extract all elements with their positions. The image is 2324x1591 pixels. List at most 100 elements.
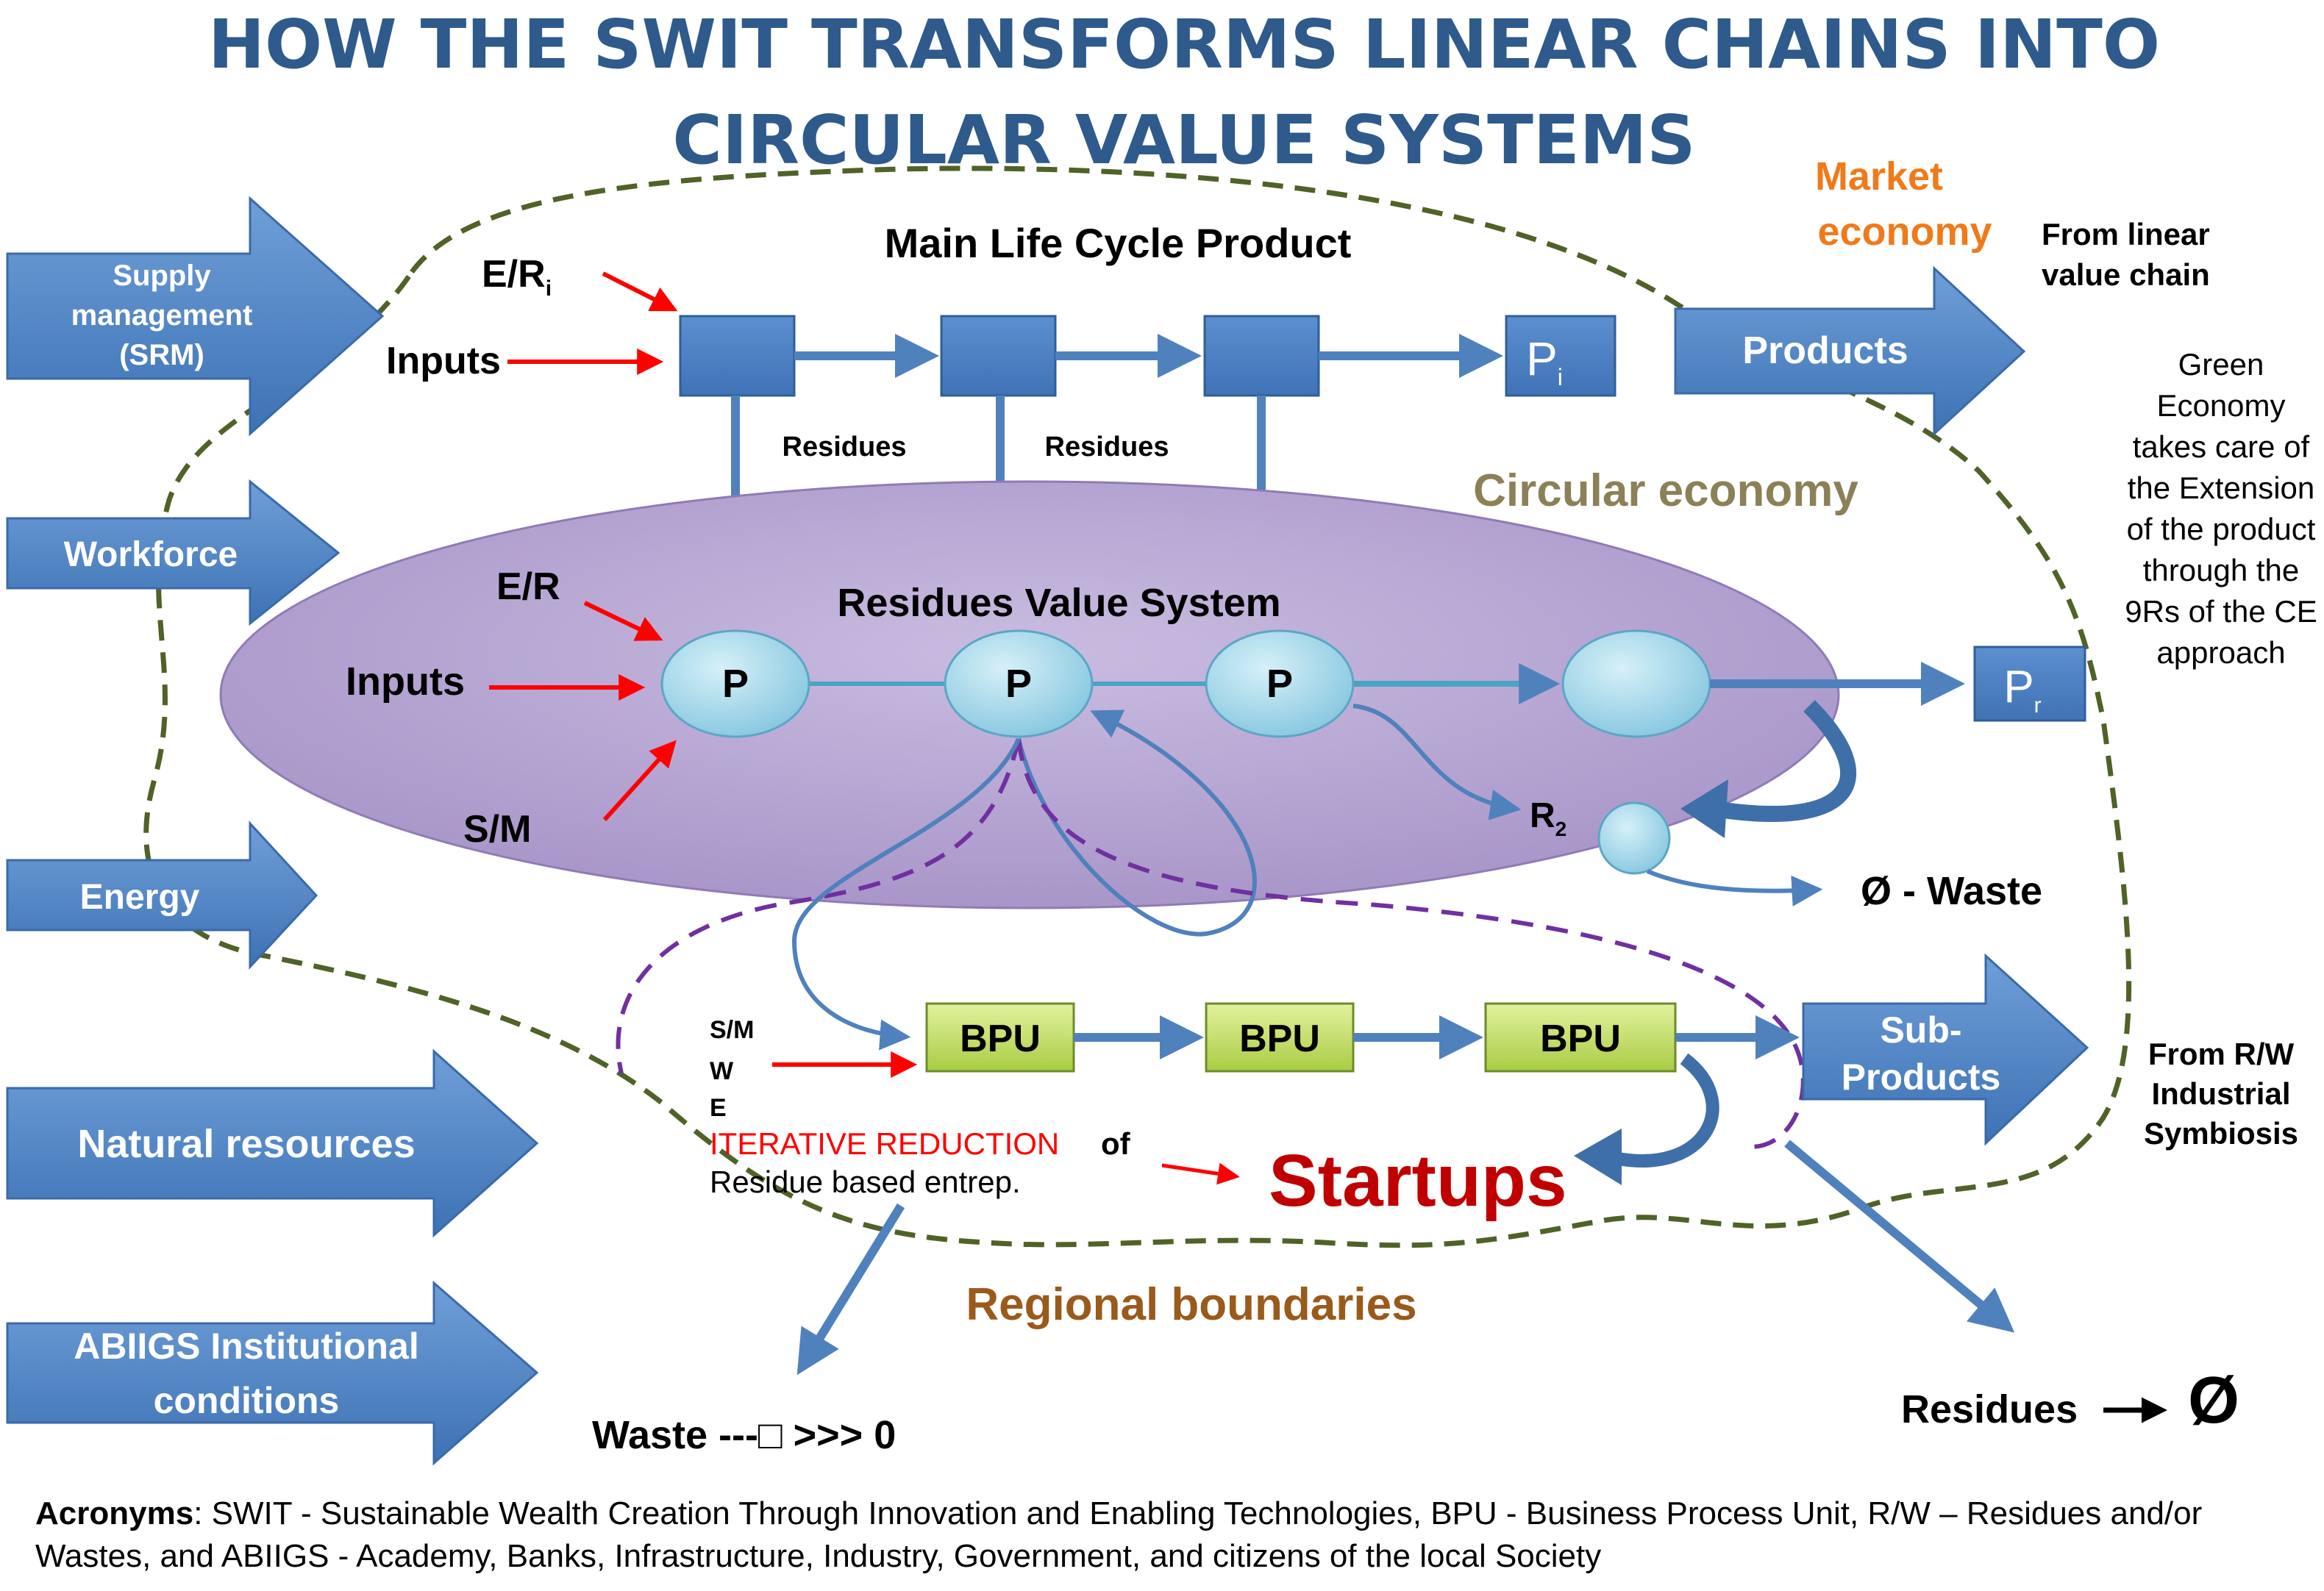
from-linear-2: value chain — [2042, 257, 2210, 292]
title-line-1: HOW THE SWIT TRANSFORMS LINEAR CHAINS IN… — [208, 5, 2160, 84]
green-note-6: through the — [2143, 553, 2300, 587]
input-arrow-supply: Supply management (SRM) — [6, 196, 385, 437]
abiigs-label-1: ABIIGS Institutional — [74, 1326, 418, 1367]
title-line-2: CIRCULAR VALUE SYSTEMS — [672, 101, 1695, 179]
natural-resources-label: Natural resources — [77, 1122, 415, 1166]
ellipse-sm-arrow — [602, 740, 677, 822]
green-note-3: takes care of — [2133, 429, 2310, 464]
residues-label-2: Residues — [1045, 432, 1169, 462]
products-label: Products — [1742, 329, 1908, 372]
green-economy-note: Green Economy takes care of the Extensio… — [2125, 347, 2317, 670]
market-label-1: Market — [1815, 154, 1943, 199]
residues-label-1: Residues — [783, 432, 907, 462]
from-linear-1: From linear — [2042, 217, 2210, 251]
green-note-1: Green — [2178, 347, 2264, 382]
bpu-2-label: BPU — [1239, 1018, 1320, 1060]
pi-sub: i — [1558, 364, 1563, 390]
curved-arrow-head — [1680, 779, 1728, 838]
er-i-main: E/R — [482, 253, 546, 296]
regional-boundaries-label: Regional boundaries — [966, 1279, 1416, 1330]
input-arrow-workforce: Workforce — [6, 479, 341, 626]
abiigs-label-2: conditions — [154, 1380, 340, 1421]
pi-main: P — [1526, 332, 1558, 385]
acronyms-label: Acronyms — [35, 1495, 194, 1531]
process-bubble-3 — [1205, 629, 1355, 738]
green-note-7: 9Rs of the CE — [2125, 594, 2317, 629]
process-bubble-2-label: P — [1005, 662, 1032, 706]
bpu-1-label: BPU — [960, 1018, 1041, 1060]
r2-bubble — [1597, 801, 1671, 875]
r2-to-waste-arrow — [1646, 869, 1823, 907]
null-symbol: Ø — [2188, 1364, 2239, 1437]
chain-box-1 — [679, 315, 796, 397]
product-box-pi — [1505, 315, 1617, 397]
loop-arrow-p2 — [1016, 709, 1257, 937]
bpu-to-startups-head — [1574, 1129, 1622, 1185]
to-startups-arrow — [1161, 1162, 1240, 1185]
products-arrow: Products — [1674, 265, 2026, 437]
bpu-box-3 — [1484, 1002, 1677, 1073]
process-bubble-1-label: P — [722, 662, 749, 706]
green-note-8: approach — [2156, 635, 2285, 670]
er-i-label: E/Ri — [482, 253, 552, 301]
ellipse-sm-label: S/M — [463, 808, 531, 851]
acronyms-text: : SWIT - Sustainable Wealth Creation Thr… — [35, 1495, 2203, 1574]
swe-label-1: S/M — [710, 1016, 754, 1044]
supply-label-2: management — [71, 299, 253, 332]
energy-label: Energy — [80, 878, 200, 917]
from-rw-3: Symbiosis — [2144, 1116, 2298, 1151]
green-note-4: the Extension — [2128, 471, 2315, 505]
subproducts-label-2: Products — [1842, 1057, 2001, 1098]
residues-value-system-header: Residues Value System — [837, 581, 1280, 625]
process-bubble-3-label: P — [1266, 662, 1293, 706]
r2-sub: 2 — [1555, 818, 1567, 840]
pr-main: P — [2003, 662, 2034, 712]
chain-box-2 — [940, 315, 1057, 397]
p2-to-bpu-arrow — [791, 737, 1021, 1051]
input-arrow-energy: Energy — [6, 820, 318, 970]
waste-null-label: Ø - Waste — [1861, 869, 2042, 913]
subproducts-arrow: Sub- Products — [1802, 953, 2089, 1146]
waste-down-arrow — [796, 1203, 905, 1376]
residue-based-label: Residue based entrep. — [710, 1165, 1021, 1199]
bpu-3-label: BPU — [1540, 1018, 1621, 1060]
process-bubble-2 — [944, 629, 1094, 738]
product-box-pr — [1973, 646, 2086, 722]
residues-down-arrow — [1784, 1140, 2015, 1333]
swe-label-3: E — [710, 1094, 727, 1122]
green-note-2: Economy — [2156, 388, 2285, 423]
ellipse-er-label: E/R — [496, 565, 560, 608]
bpu-box-2 — [1205, 1002, 1355, 1073]
bpu-to-startups-curve — [1613, 1053, 1719, 1168]
market-label-2: economy — [1817, 210, 1992, 254]
workforce-label: Workforce — [64, 535, 238, 574]
residues-bottom-label: Residues — [1901, 1387, 2078, 1431]
product-pi-label: Pi — [1526, 332, 1563, 390]
swe-label-2: W — [710, 1057, 734, 1085]
input-arrow-abiigs: ABIIGS Institutional conditions — [6, 1280, 539, 1466]
from-rw-1: From R/W — [2148, 1037, 2295, 1071]
waste-bottom-label: Waste ---□ >>> 0 — [592, 1413, 896, 1457]
r2-label: R2 — [1530, 796, 1566, 840]
top-inputs-label: Inputs — [386, 340, 501, 382]
main-life-cycle-header: Main Life Cycle Product — [885, 220, 1352, 266]
input-arrow-natural-resources: Natural resources — [6, 1048, 539, 1238]
acronyms-footer: Acronyms: SWIT - Sustainable Wealth Crea… — [35, 1492, 2286, 1578]
chain-box-3 — [1203, 315, 1320, 397]
process-bubble-1 — [660, 629, 810, 738]
er-i-sub: i — [546, 276, 552, 301]
green-note-5: of the product — [2127, 512, 2316, 546]
supply-label-1: Supply — [113, 260, 211, 292]
supply-label-3: (SRM) — [119, 339, 204, 371]
startups-label: Startups — [1269, 1140, 1567, 1222]
r2-main: R — [1530, 796, 1555, 835]
iterative-reduction-label: ITERATIVE REDUCTION — [710, 1126, 1059, 1161]
er-i-arrow — [602, 271, 678, 312]
pr-sub: r — [2034, 693, 2042, 718]
p3-to-r2-arrow — [1352, 704, 1522, 820]
from-rw-2: Industrial — [2151, 1076, 2290, 1111]
ellipse-er-arrow — [583, 601, 663, 641]
process-bubble-empty — [1561, 629, 1711, 738]
iterative-of-label: of — [1101, 1126, 1131, 1161]
curved-arrow-to-r2 — [1712, 700, 1856, 822]
